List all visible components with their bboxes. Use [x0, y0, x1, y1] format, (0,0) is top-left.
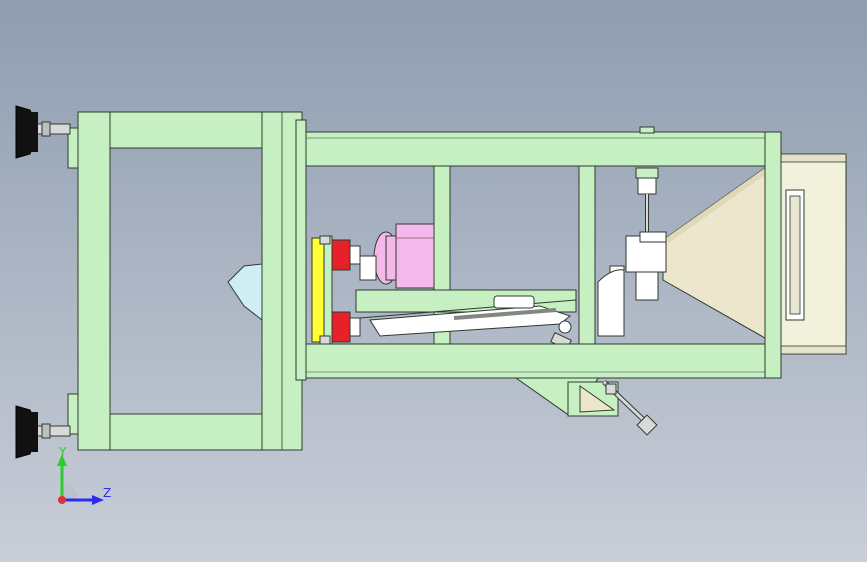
left-box-frame [67, 111, 307, 451]
drive-roller [359, 223, 435, 289]
frame-bottom-rail [303, 343, 767, 379]
leveling-foot-top [15, 105, 71, 159]
discharge-box [777, 153, 847, 355]
slide-bar [355, 289, 577, 337]
z-axis-label: Z [103, 486, 111, 500]
frame-right-upright [764, 131, 782, 379]
frame-mid-upright-2 [578, 165, 596, 345]
leveling-foot-bottom [15, 405, 71, 459]
curved-guide [597, 269, 625, 337]
frame-top-rail [303, 131, 767, 167]
y-axis-label: Y [58, 445, 67, 459]
bearing-plate [311, 235, 361, 345]
axis-triad: Y Z [57, 445, 111, 505]
nozzle-cone [227, 263, 263, 322]
hopper-funnel [662, 167, 766, 339]
origin-dot [58, 496, 66, 504]
top-tab [639, 126, 655, 134]
